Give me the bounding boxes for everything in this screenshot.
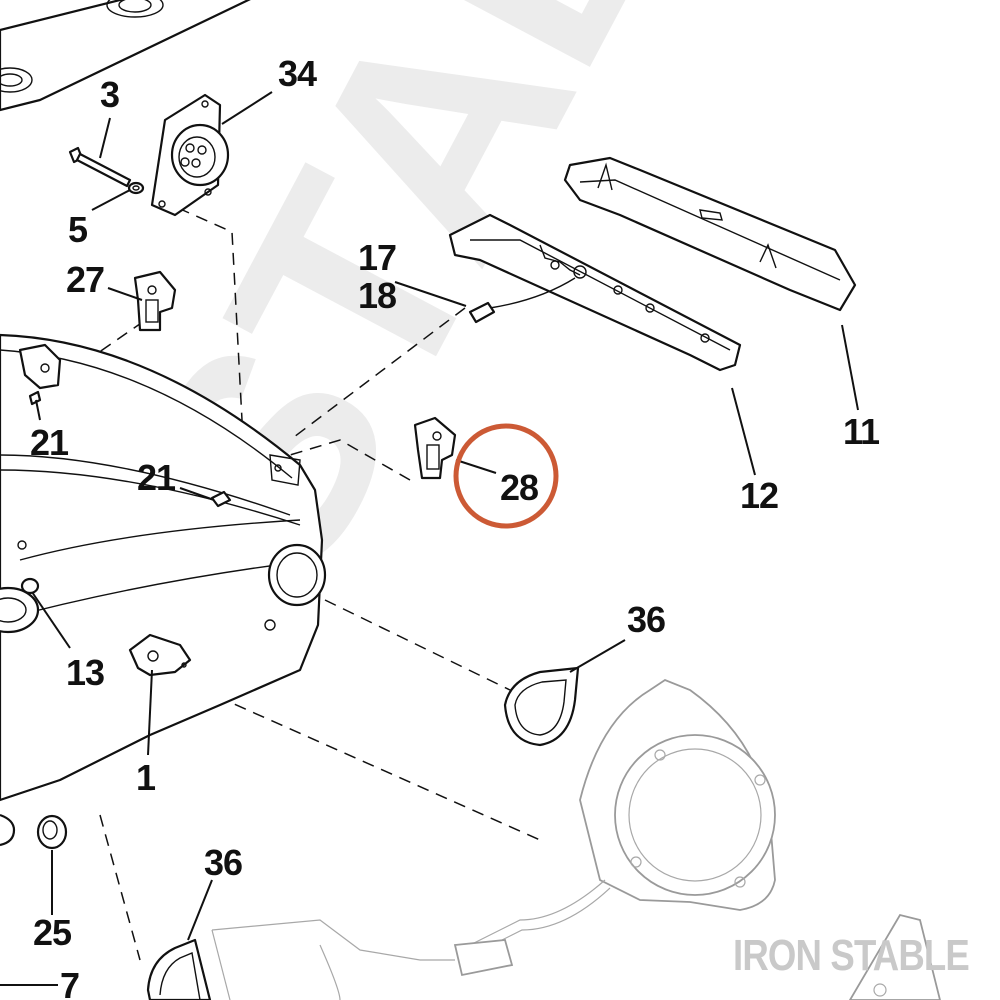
callout-3: 3 (100, 74, 119, 115)
callout-11: 11 (843, 411, 880, 452)
part-3-bolt (68, 146, 132, 188)
part-17-18-connector (468, 301, 496, 324)
callout-21-left: 21 (30, 422, 69, 463)
callout-18: 18 (358, 275, 396, 316)
speaker-pod (211, 678, 941, 1000)
part-11-trim-upper (563, 156, 857, 312)
part-36-grommet-upper (503, 666, 580, 747)
callout-36-lower: 36 (204, 842, 242, 883)
part-27-bracket (133, 270, 177, 332)
callout-25: 25 (33, 912, 72, 953)
fairing-body (0, 333, 327, 802)
callout-21-center: 21 (137, 457, 176, 498)
callout-28: 28 (500, 467, 538, 508)
part-5-washer (127, 181, 145, 195)
upper-plate (0, 0, 251, 112)
callout-1: 1 (136, 757, 156, 798)
part-21-screw-left (28, 390, 42, 406)
callout-36-upper: 36 (627, 599, 665, 640)
brand-watermark: IRON STABLE (733, 931, 969, 980)
part-12-trim-lower (448, 213, 742, 372)
callout-13: 13 (66, 652, 104, 693)
highlight-circle (453, 423, 559, 529)
callout-labels: 34 3 5 27 17 18 11 12 21 21 28 13 36 1 3… (30, 53, 881, 1000)
callout-34: 34 (278, 53, 317, 94)
part-25-plug (0, 813, 68, 850)
part-1-plate (128, 633, 192, 677)
part-21-screw-center (210, 490, 232, 508)
callout-17: 17 (358, 237, 396, 278)
part-36-grommet-lower (146, 938, 212, 1000)
callout-27: 27 (66, 259, 104, 300)
part-28-bracket (413, 416, 457, 480)
part-13-stud (20, 577, 40, 595)
callout-5: 5 (68, 209, 88, 250)
callout-7: 7 (60, 965, 79, 1000)
part-34-socket (150, 93, 230, 217)
leader-lines (0, 91, 859, 986)
callout-12: 12 (740, 475, 778, 516)
